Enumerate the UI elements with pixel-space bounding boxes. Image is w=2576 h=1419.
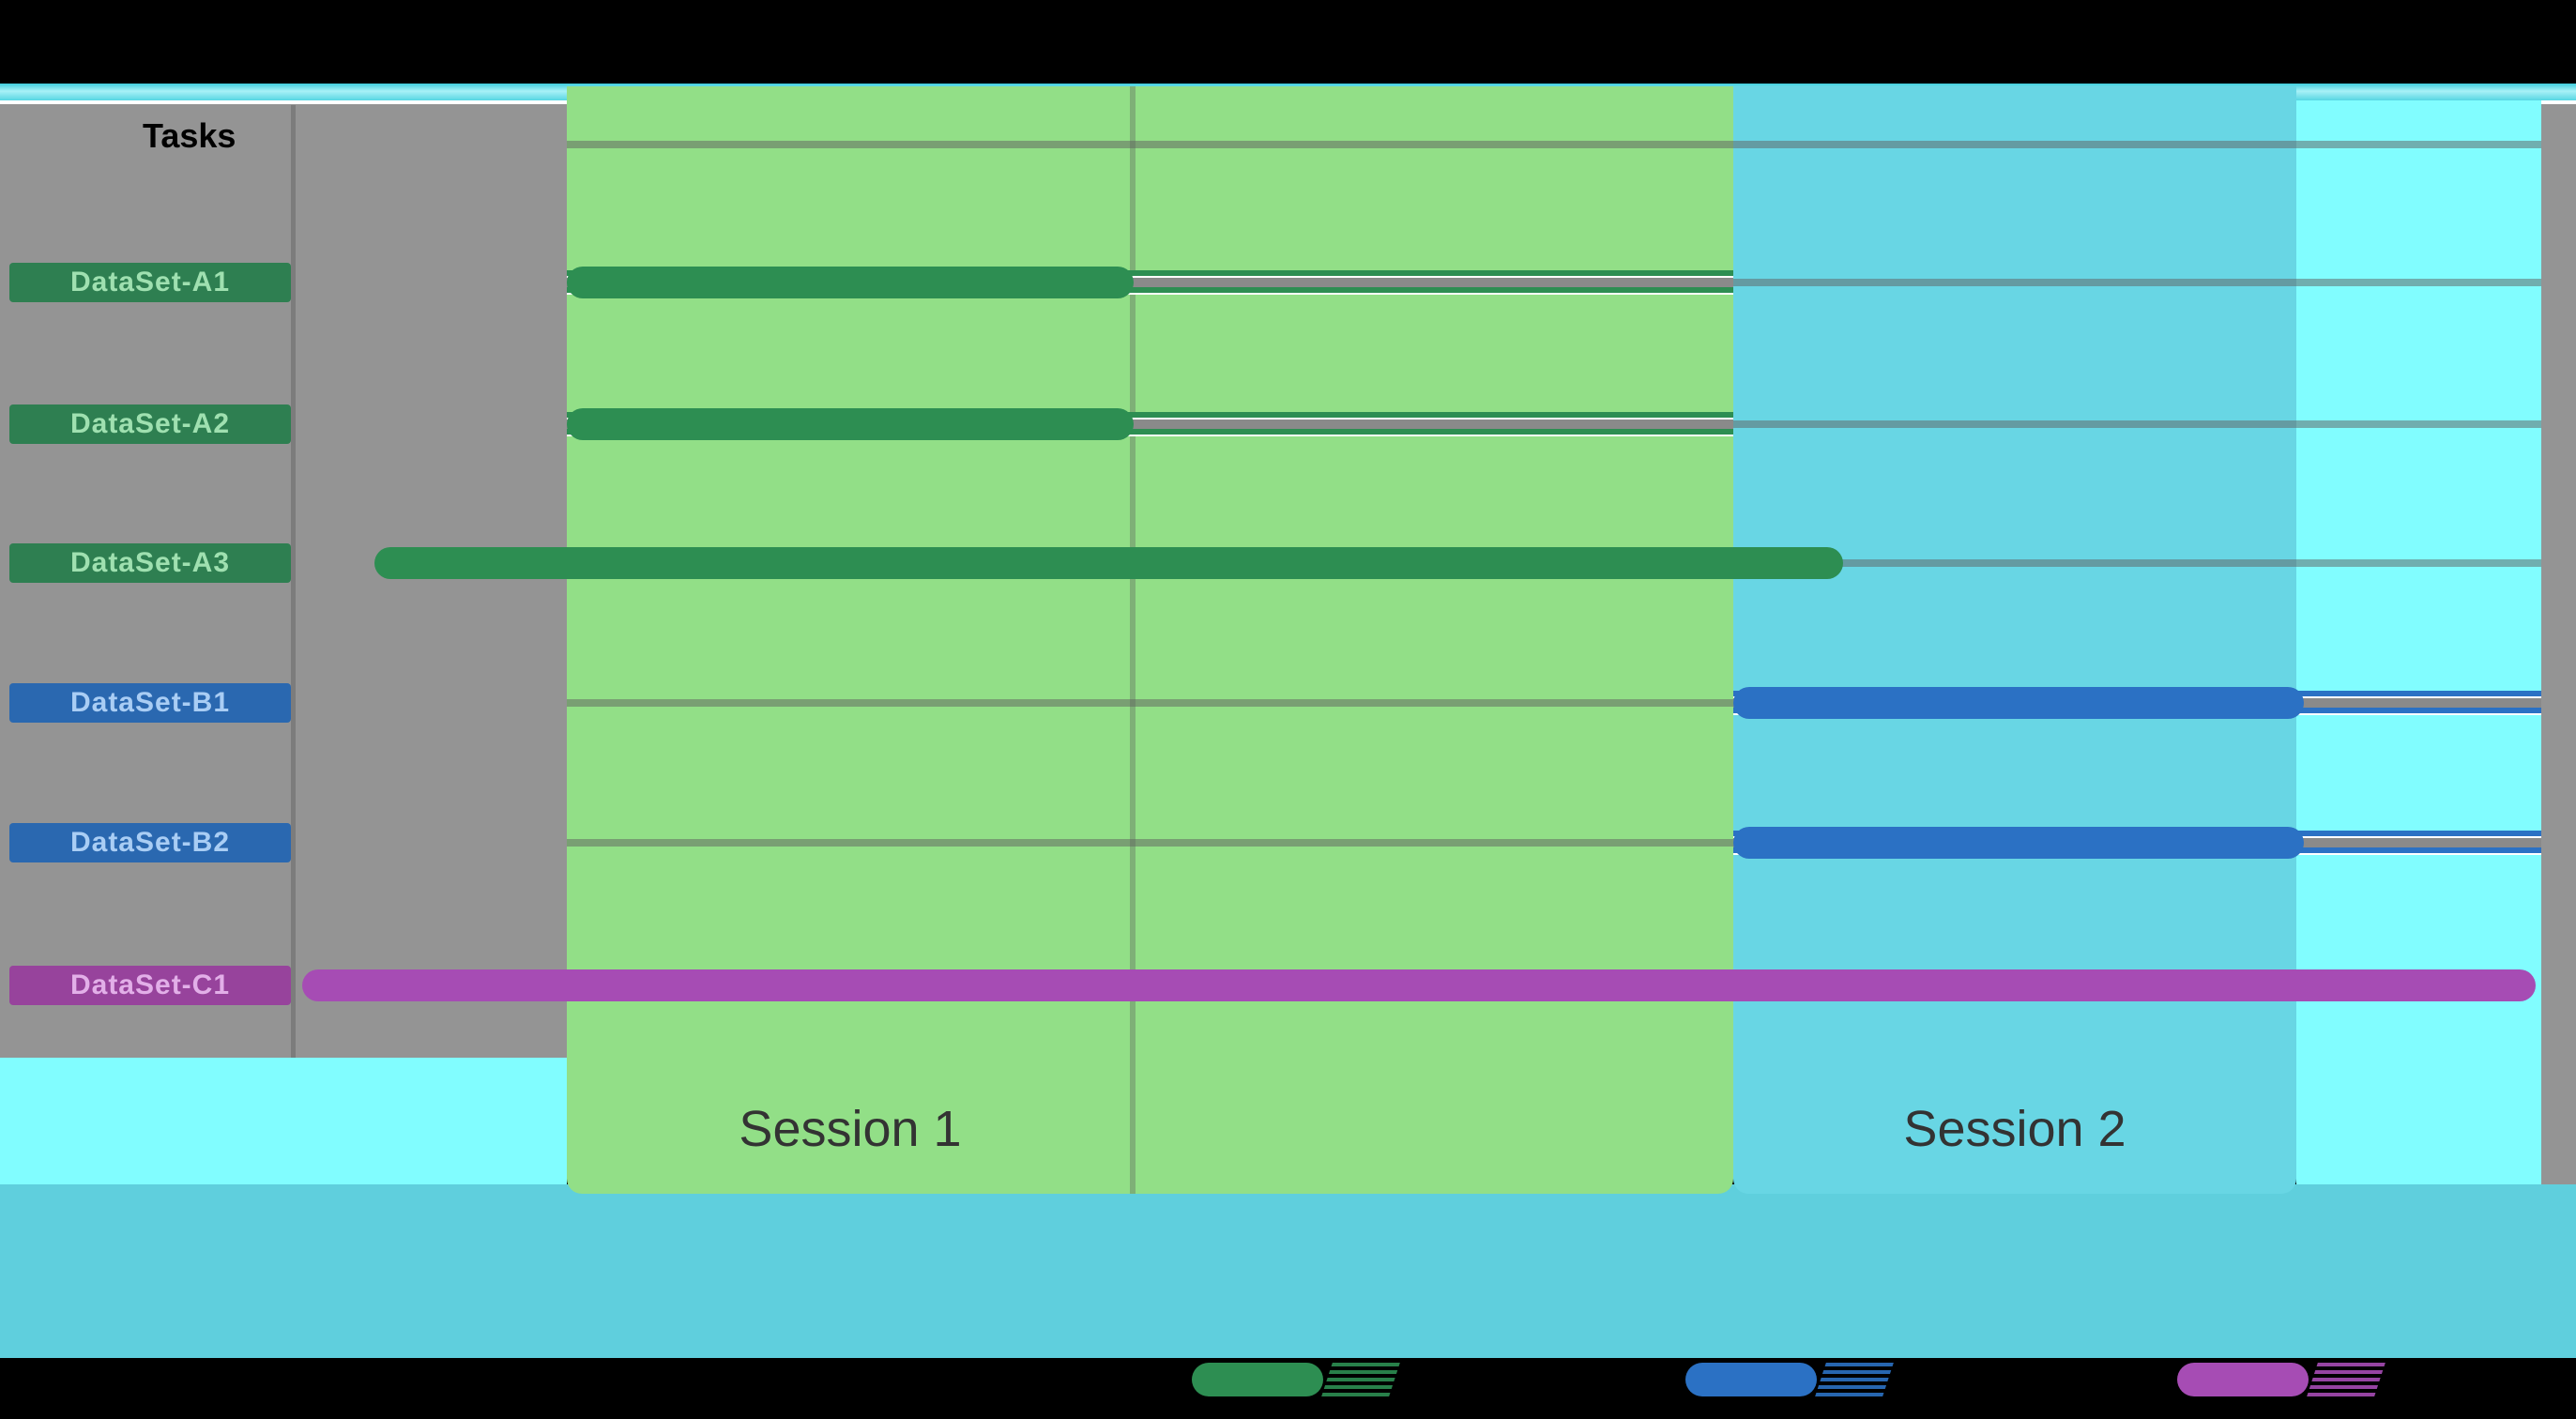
legend-item-A[interactable] <box>1192 1363 1400 1396</box>
task-bar-DataSet-B2[interactable] <box>1733 827 2304 859</box>
bottom-cyan-band <box>0 1184 2576 1358</box>
legend-label-C <box>2307 1363 2385 1396</box>
session1-band <box>567 86 1733 1194</box>
gridline-DataSet-B1 <box>567 699 1733 707</box>
tasks-column-header: Tasks <box>143 116 236 155</box>
legend-swatch-A <box>1192 1363 1323 1396</box>
legend-swatch-C <box>2177 1363 2309 1396</box>
row-label-DataSet-A1: DataSet-A1 <box>9 263 291 302</box>
left-light-cyan-zone <box>0 1058 567 1184</box>
legend-item-C[interactable] <box>2177 1363 2385 1396</box>
task-bar-DataSet-C1[interactable] <box>302 969 2536 1001</box>
row-label-DataSet-B2: DataSet-B2 <box>9 823 291 862</box>
session2-band <box>1733 86 2296 1194</box>
legend-label-B <box>1815 1363 1894 1396</box>
gridline-row-top <box>567 141 2541 148</box>
session1-label: Session 1 <box>739 1101 962 1157</box>
task-bar-DataSet-B1[interactable] <box>1733 687 2304 719</box>
gridline-DataSet-B2 <box>567 839 1733 847</box>
vertical-gridline <box>1130 86 1136 1194</box>
right-gray-column <box>2541 100 2576 1184</box>
row-label-DataSet-B1: DataSet-B1 <box>9 683 291 723</box>
legend-item-B[interactable] <box>1685 1363 1894 1396</box>
legend-swatch-B <box>1685 1363 1817 1396</box>
row-label-DataSet-A2: DataSet-A2 <box>9 404 291 444</box>
task-bar-DataSet-A3[interactable] <box>374 547 1843 579</box>
legend-label-A <box>1321 1363 1400 1396</box>
label-column-divider <box>291 105 296 1058</box>
gridline-DataSet-A2 <box>1733 420 2541 428</box>
task-bar-DataSet-A2[interactable] <box>567 408 1134 440</box>
right-light-cyan-column <box>2296 100 2541 1184</box>
task-bar-DataSet-A1[interactable] <box>567 267 1134 298</box>
gridline-DataSet-A3 <box>1733 559 2541 567</box>
gridline-DataSet-A1 <box>1733 279 2541 286</box>
row-label-DataSet-A3: DataSet-A3 <box>9 543 291 583</box>
row-label-DataSet-C1: DataSet-C1 <box>9 966 291 1005</box>
session2-label: Session 2 <box>1903 1101 2126 1157</box>
